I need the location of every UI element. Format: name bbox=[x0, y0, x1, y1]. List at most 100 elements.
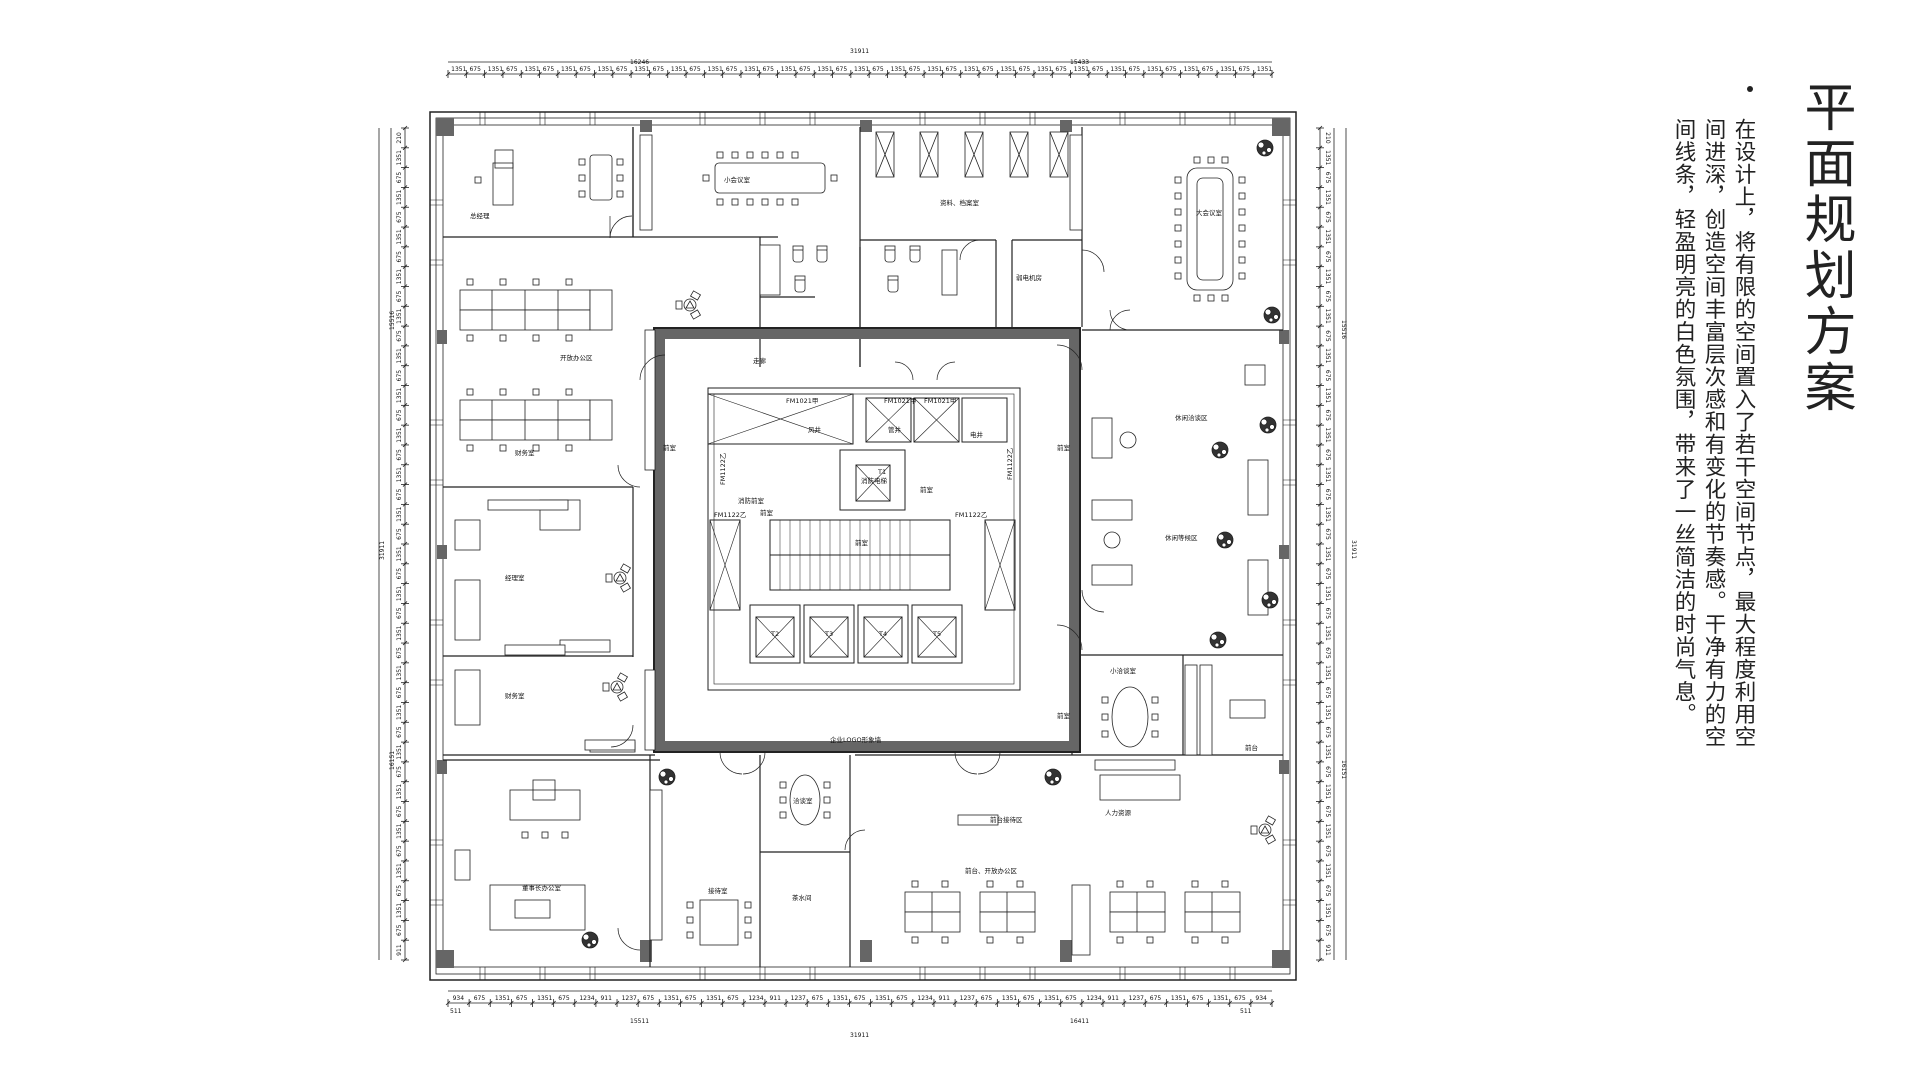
dimension-value: 1351 bbox=[1074, 66, 1089, 73]
dim-right-total: 31911 bbox=[1350, 540, 1357, 559]
dimension-value: 675 bbox=[396, 766, 403, 778]
dimension-value: 1351 bbox=[396, 784, 403, 799]
room-label-electric-shaft: 电井 bbox=[970, 430, 984, 439]
room-label-hr: 人力资源 bbox=[1105, 808, 1132, 817]
dimension-value: 1351 bbox=[927, 66, 942, 73]
room-label-anteroom-lower: 前室 bbox=[1057, 711, 1071, 720]
dimension-value: 1234 bbox=[1086, 995, 1101, 1002]
dimension-value: 675 bbox=[836, 66, 848, 73]
dimension-value: 1351 bbox=[495, 995, 510, 1002]
dimension-value: 1351 bbox=[1324, 546, 1331, 561]
dimension-value: 675 bbox=[1324, 528, 1331, 540]
window-mullions bbox=[430, 112, 1296, 980]
dimension-value: 1351 bbox=[964, 66, 979, 73]
doors bbox=[609, 215, 1131, 951]
dimension-value: 1351 bbox=[1213, 995, 1228, 1002]
dimension-value: 1351 bbox=[396, 625, 403, 640]
dimension-value: 675 bbox=[1324, 410, 1331, 422]
dimension-value: 675 bbox=[1019, 66, 1031, 73]
dimension-value: 675 bbox=[543, 66, 555, 73]
dimension-value: 1351 bbox=[1324, 507, 1331, 522]
room-label-anteroom-c: 前室 bbox=[760, 508, 774, 517]
dim-left-lower: 16151 bbox=[389, 751, 396, 770]
door-tag: FM1021甲 bbox=[884, 397, 916, 405]
dimension-value: 675 bbox=[1239, 66, 1251, 73]
room-label-small-meeting: 小会议室 bbox=[724, 175, 751, 184]
building-core bbox=[653, 327, 1081, 753]
room-label-logo-wall: 企业LOGO形象墙 bbox=[830, 735, 882, 744]
door-tag: FM1021甲 bbox=[924, 397, 956, 405]
room-label-reception-room: 接待室 bbox=[708, 886, 728, 895]
dimension-value: 675 bbox=[1129, 66, 1141, 73]
dimension-value: 1351 bbox=[396, 903, 403, 918]
dimension-value: 675 bbox=[1055, 66, 1067, 73]
dimension-value: 1351 bbox=[1110, 66, 1125, 73]
dim-top-left: 16246 bbox=[630, 59, 649, 66]
dimension-value: 675 bbox=[396, 568, 403, 580]
dimension-value: 1351 bbox=[1324, 467, 1331, 482]
dimension-value: 911 bbox=[769, 995, 781, 1002]
dimension-value: 675 bbox=[469, 66, 481, 73]
dimension-value: 1351 bbox=[396, 269, 403, 284]
dimension-value: 675 bbox=[1023, 995, 1035, 1002]
dim-left-upper: 15516 bbox=[389, 311, 396, 330]
dimension-value: 1351 bbox=[396, 190, 403, 205]
dimension-value: 675 bbox=[1324, 608, 1331, 620]
dimension-value: 1351 bbox=[1324, 348, 1331, 363]
dimension-value: 1351 bbox=[598, 66, 613, 73]
dimension-value: 1351 bbox=[664, 995, 679, 1002]
room-label-chairman: 董事长办公室 bbox=[522, 883, 562, 892]
room-label-small-talk: 小洽谈室 bbox=[1110, 666, 1137, 675]
dim-top-right: 15433 bbox=[1070, 59, 1089, 66]
dimension-value: 1351 bbox=[396, 150, 403, 165]
dimension-value: 675 bbox=[982, 66, 994, 73]
room-label-pipe-shaft: 管井 bbox=[888, 425, 902, 434]
dimension-value: 675 bbox=[872, 66, 884, 73]
dimension-value: 675 bbox=[396, 211, 403, 223]
dimension-value: 675 bbox=[1324, 449, 1331, 461]
dimension-value: 675 bbox=[1324, 568, 1331, 580]
dimension-value: 1351 bbox=[1044, 995, 1059, 1002]
dimension-value: 675 bbox=[1324, 291, 1331, 303]
dimension-value: 675 bbox=[579, 66, 591, 73]
dimension-value: 675 bbox=[1324, 766, 1331, 778]
dimension-value: 675 bbox=[726, 66, 738, 73]
dimension-value: 1351 bbox=[1324, 744, 1331, 759]
dimension-value: 675 bbox=[689, 66, 701, 73]
dimension-value: 1237 bbox=[622, 995, 637, 1002]
dimension-value: 1351 bbox=[396, 506, 403, 521]
door-tag: FM1122乙 bbox=[714, 511, 747, 519]
dimension-value: 1351 bbox=[891, 66, 906, 73]
dimension-value: 675 bbox=[643, 995, 655, 1002]
dimension-value: 675 bbox=[396, 489, 403, 501]
dimension-value: 1351 bbox=[1324, 586, 1331, 601]
dimension-value: 675 bbox=[854, 995, 866, 1002]
dimension-value: 675 bbox=[396, 924, 403, 936]
structural-columns bbox=[436, 118, 1290, 968]
room-label-finance: 财务室 bbox=[505, 691, 525, 700]
dimension-value: 1351 bbox=[524, 66, 539, 73]
dimension-value: 1351 bbox=[1257, 66, 1272, 73]
dimension-value: 675 bbox=[1324, 211, 1331, 223]
room-label-large-meeting: 大会议室 bbox=[1196, 208, 1223, 217]
dimension-value: 1237 bbox=[791, 995, 806, 1002]
dimension-value: 675 bbox=[896, 995, 908, 1002]
dimension-value: 1351 bbox=[396, 308, 403, 323]
page-title: 平面规划方案 bbox=[1795, 80, 1855, 416]
dimension-value: 675 bbox=[1324, 647, 1331, 659]
room-label-archive: 资料、档案室 bbox=[940, 198, 980, 207]
dimension-value: 1351 bbox=[1324, 388, 1331, 403]
dimension-value: 1351 bbox=[1184, 66, 1199, 73]
dimension-value: 675 bbox=[396, 647, 403, 659]
dimension-value: 675 bbox=[685, 995, 697, 1002]
dimension-value: 675 bbox=[1092, 66, 1104, 73]
dimension-value: 1351 bbox=[671, 66, 686, 73]
dim-top-total: 31911 bbox=[850, 48, 869, 55]
dimension-value: 675 bbox=[1324, 726, 1331, 738]
dimension-value: 1351 bbox=[833, 995, 848, 1002]
dimension-value: 1234 bbox=[579, 995, 594, 1002]
dimension-value: 1351 bbox=[396, 467, 403, 482]
dimension-value: 675 bbox=[946, 66, 958, 73]
